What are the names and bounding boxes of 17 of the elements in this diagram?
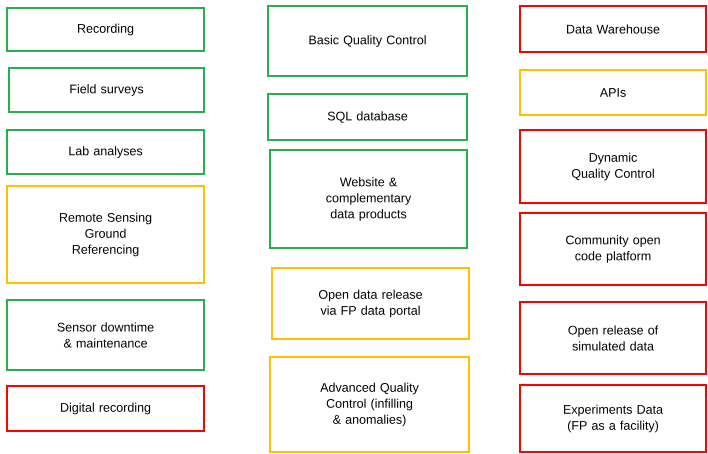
process-box: Advanced Quality Control (infilling & anomalies) <box>269 356 470 453</box>
process-box: SQL database <box>267 93 468 141</box>
process-box: Recording <box>6 7 205 52</box>
process-box: Lab analyses <box>6 129 205 175</box>
process-box: Basic Quality Control <box>267 5 468 77</box>
process-box: APIs <box>519 69 707 116</box>
process-box: Website & complementary data products <box>269 149 468 249</box>
process-box: Open data release via FP data portal <box>271 267 470 340</box>
process-box: Data Warehouse <box>519 5 707 53</box>
process-box: Dynamic Quality Control <box>519 129 707 204</box>
process-box: Remote Sensing Ground Referencing <box>6 185 205 284</box>
process-box: Experiments Data (FP as a facility) <box>519 384 707 453</box>
process-box: Community open code platform <box>519 212 707 286</box>
process-box: Digital recording <box>6 385 205 432</box>
process-box: Open release of simulated data <box>519 301 707 375</box>
process-box: Field surveys <box>8 67 205 113</box>
process-box: Sensor downtime & maintenance <box>6 299 205 371</box>
